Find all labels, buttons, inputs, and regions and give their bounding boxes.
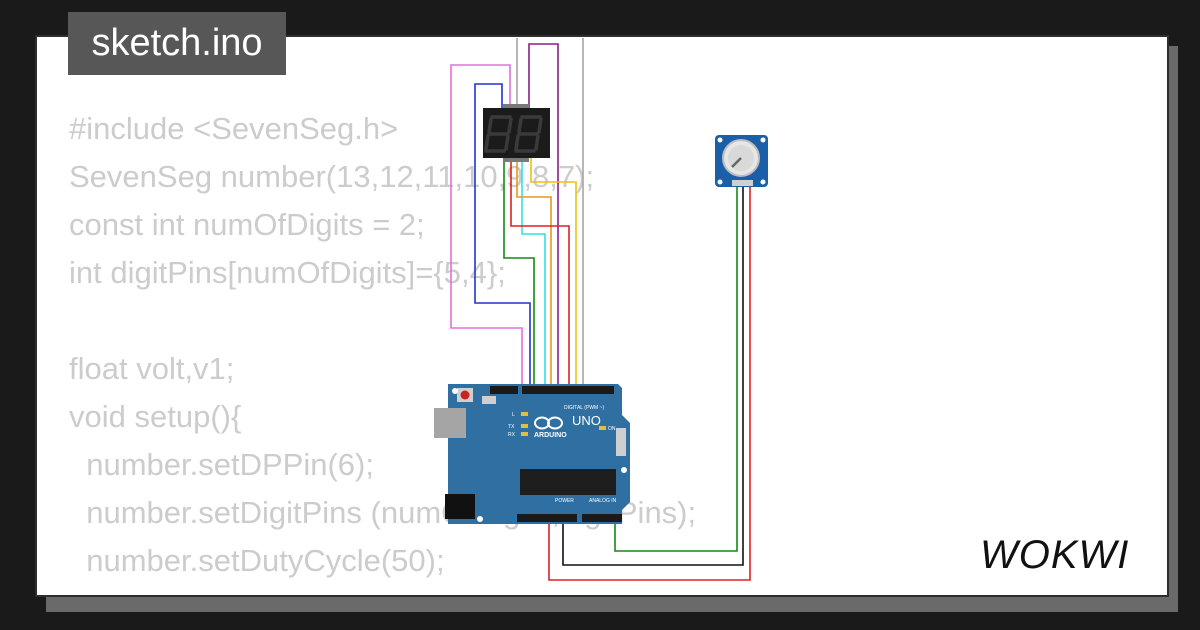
display-digits: 88 <box>514 151 516 153</box>
wire-cyan <box>521 158 546 388</box>
wire-green-pot <box>614 187 738 552</box>
code-line: int digitPins[numOfDigits]={5,4}; <box>69 255 506 290</box>
wire-black-pot <box>562 187 744 566</box>
board-led-rx: RX <box>508 432 516 438</box>
code-line: } <box>69 585 696 595</box>
board-maker: ARDUINO <box>534 432 567 439</box>
board-led-on: ON <box>608 426 616 432</box>
arduino-logo-icon <box>534 416 563 430</box>
code-line: const int numOfDigits = 2; <box>69 207 425 242</box>
code-line: SevenSeg number(13,12,11,10,9,8,7); <box>69 159 595 194</box>
wire-magenta <box>450 64 523 388</box>
arduino-uno-board[interactable]: UNO ARDUINO DIGITAL (PWM ~) POWER ANALOG… <box>434 384 630 524</box>
code-preview: #include <SevenSeg.h> SevenSeg number(13,… <box>69 105 696 595</box>
board-led-tx: TX <box>508 424 515 430</box>
code-line: number.setDutyCycle(50); <box>69 543 445 578</box>
sketch-title-tab[interactable]: sketch.ino <box>68 12 286 75</box>
board-model: UNO <box>572 413 601 428</box>
board-analog-header: ANALOG IN <box>589 498 617 504</box>
board-led-l: L <box>512 412 515 418</box>
wire-orange <box>516 158 552 388</box>
circuit-diagram: 88 <box>434 38 768 581</box>
wire-blue <box>474 83 531 388</box>
project-card[interactable]: #include <SevenSeg.h> SevenSeg number(13,… <box>35 35 1169 597</box>
wire-red-top <box>510 158 570 388</box>
wire-yellow <box>530 158 577 388</box>
wire-red-pot <box>548 187 751 581</box>
board-digital-header: DIGITAL (PWM ~) <box>564 405 604 411</box>
seven-segment-display[interactable]: 88 <box>483 104 550 162</box>
code-line: #include <SevenSeg.h> <box>69 111 399 146</box>
code-line: number.setDPPin(6); <box>69 447 374 482</box>
board-power-header: POWER <box>555 498 574 504</box>
potentiometer[interactable] <box>715 135 768 187</box>
wokwi-logo-text: WOKWI <box>980 533 1129 577</box>
wire-purple <box>528 43 559 388</box>
code-line: float volt,v1; <box>69 351 235 386</box>
code-line: void setup(){ <box>69 399 242 434</box>
wokwi-logo: WOKWI <box>980 533 1129 577</box>
wire-green-top <box>503 158 535 388</box>
